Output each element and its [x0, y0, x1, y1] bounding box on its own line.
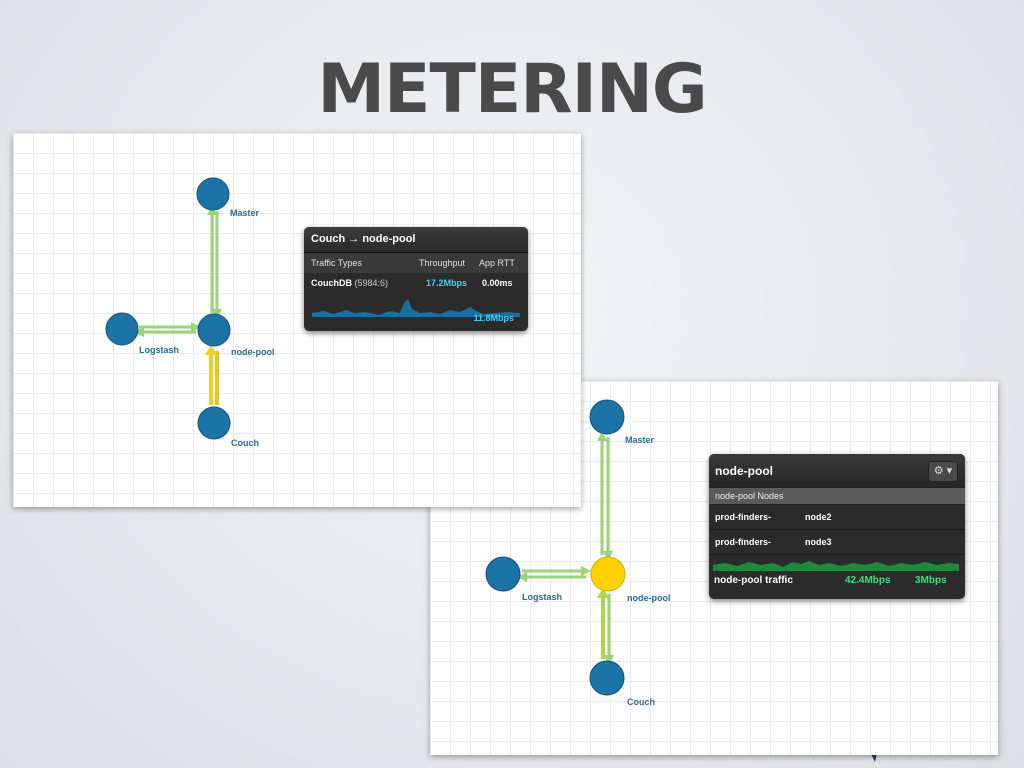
slide-title: METERING [317, 50, 707, 129]
traffic-footer-label: node-pool traffic [714, 575, 793, 586]
node-master[interactable] [196, 177, 230, 211]
app-rtt-value: 0.00ms [482, 278, 513, 288]
node-couch-2[interactable] [589, 660, 625, 696]
topology-graph [105, 177, 231, 440]
label-master: Master [230, 208, 260, 218]
traffic-type-port: (5984:6) [354, 278, 389, 288]
label-nodepool-2: node-pool [627, 593, 671, 603]
node-row[interactable]: prod-finders- node2 [709, 505, 965, 530]
label-logstash: Logstash [139, 345, 180, 355]
node-row-name: prod-finders- [715, 537, 771, 547]
gear-icon: ⚙ ▾ [933, 465, 953, 477]
node-nodepool[interactable] [197, 313, 231, 347]
label-couch-2: Couch [627, 697, 655, 707]
decorative-accent [868, 748, 878, 762]
gear-dropdown-button[interactable]: ⚙ ▾ [928, 461, 958, 482]
arrowhead-down-3 [604, 655, 614, 665]
arrowhead-right [191, 322, 201, 332]
node-logstash[interactable] [105, 312, 139, 346]
topology-graph-2 [485, 399, 626, 696]
arrowhead-down-2 [603, 551, 613, 561]
tooltip-columns: Traffic Types Throughput App RTT [304, 253, 528, 273]
sparkline-value: 11.8Mbps [473, 313, 514, 323]
arrowhead-up-3 [597, 588, 609, 598]
col-traffic-types: Traffic Types [311, 258, 362, 268]
traffic-value-out: 3Mbps [915, 575, 947, 586]
throughput-value: 17.2Mbps [426, 278, 468, 288]
node-row-name: prod-finders- [715, 512, 771, 522]
nodes-subheader: node-pool Nodes [709, 487, 965, 505]
traffic-tooltip: Couch → node-pool Traffic Types Throughp… [304, 227, 528, 331]
throughput-sparkline [312, 299, 520, 317]
arrowhead-right-2 [581, 566, 591, 576]
traffic-type-name: CouchDB [311, 278, 352, 288]
traffic-footer: node-pool traffic 42.4Mbps 3Mbps [709, 575, 965, 597]
traffic-sparkline [713, 561, 959, 571]
arrowhead-up-2 [597, 431, 607, 441]
node-master-2[interactable] [589, 399, 625, 435]
topology-panel-couch: Master Logstash node-pool Couch Couch → … [13, 133, 581, 507]
node-nodepool-selected[interactable] [590, 556, 626, 592]
label-master-2: Master [625, 435, 655, 445]
node-row-node: node3 [805, 537, 832, 547]
traffic-value-in: 42.4Mbps [845, 575, 891, 586]
label-couch: Couch [231, 438, 259, 448]
node-logstash-2[interactable] [485, 556, 521, 592]
arrowhead-left-2 [517, 572, 527, 582]
node-row[interactable]: prod-finders- node3 [709, 530, 965, 555]
tooltip-title: Couch → node-pool [304, 227, 528, 253]
node-row-node: node2 [805, 512, 832, 522]
col-throughput: Throughput [419, 258, 466, 268]
col-app-rtt: App RTT [479, 258, 515, 268]
traffic-row[interactable]: CouchDB (5984:6) 17.2Mbps 0.00ms [304, 273, 528, 293]
label-nodepool: node-pool [231, 347, 275, 357]
arrowhead-left [134, 327, 144, 337]
arrowhead-up-active [205, 345, 217, 355]
nodepool-tooltip: node-pool ⚙ ▾ node-pool Nodes prod-finde… [709, 454, 965, 599]
label-logstash-2: Logstash [522, 592, 563, 602]
node-couch[interactable] [197, 406, 231, 440]
nodepool-tooltip-title: node-pool [715, 464, 773, 478]
